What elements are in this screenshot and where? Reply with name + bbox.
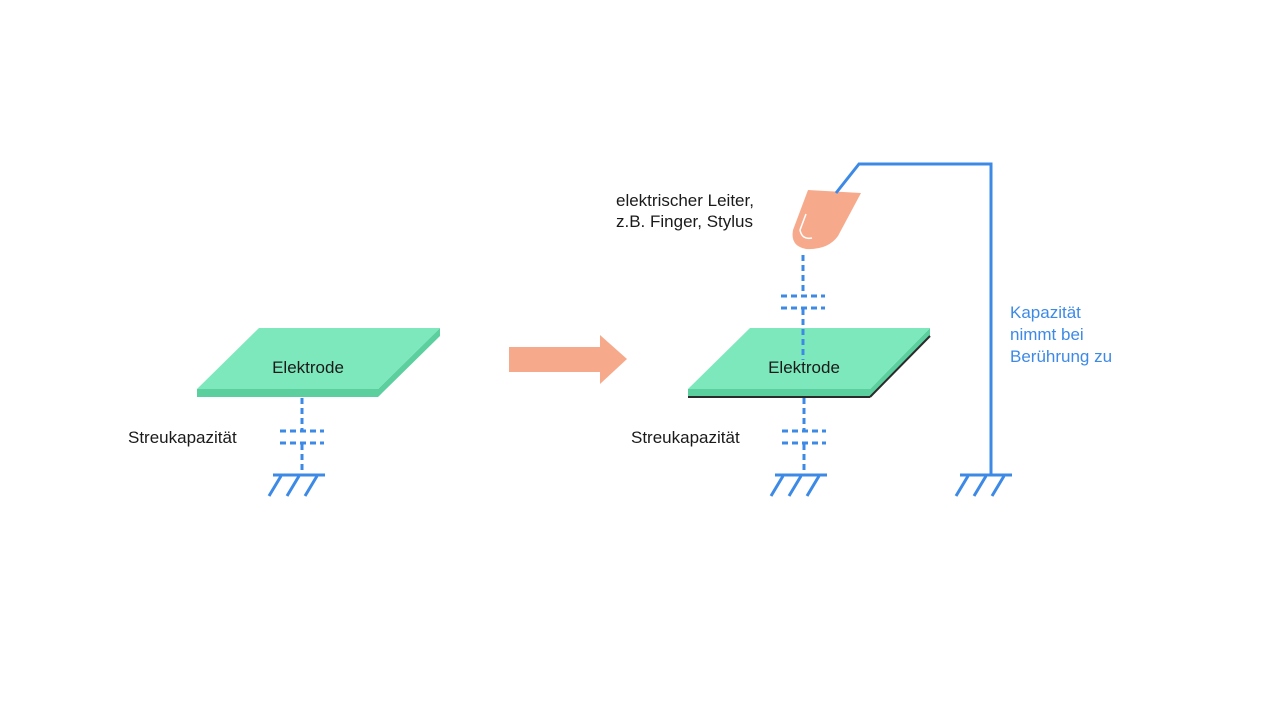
- right-electrode-label: Elektrode: [768, 358, 840, 377]
- finger-ground-wire: [834, 162, 993, 474]
- right-electrode-front-edge: [688, 389, 870, 397]
- left-electrode-right-edge: [378, 328, 440, 397]
- left-panel: Elektrode Streukapazität: [128, 328, 440, 497]
- right-capacitor-icon: [782, 398, 826, 474]
- right-arrow-icon: [509, 335, 627, 384]
- left-capacitor-icon: [280, 398, 324, 474]
- left-ground-icon: [267, 473, 325, 497]
- right-electrode-right-edge: [870, 328, 930, 397]
- right-stray-capacitance-label: Streukapazität: [631, 428, 740, 447]
- capacitance-note-line2: nimmt bei: [1010, 325, 1084, 344]
- capacitance-note-line1: Kapazität: [1010, 303, 1081, 322]
- right-ground-icon: [769, 473, 827, 497]
- right-panel: Elektrode elektrischer Leiter, z.B. Fing…: [616, 162, 1112, 497]
- left-electrode: [197, 328, 440, 397]
- left-electrode-label: Elektrode: [272, 358, 344, 377]
- touch-capacitor-icon: [781, 255, 825, 360]
- left-electrode-top: [197, 328, 440, 389]
- finger-icon: [792, 190, 861, 250]
- left-electrode-front-edge: [197, 389, 378, 397]
- conductor-label-line2: z.B. Finger, Stylus: [616, 212, 753, 231]
- finger-ground-icon: [954, 473, 1012, 497]
- capacitance-note-line3: Berührung zu: [1010, 347, 1112, 366]
- conductor-label-line1: elektrischer Leiter,: [616, 191, 754, 210]
- right-electrode-side-edge: [869, 335, 931, 398]
- right-electrode: [688, 328, 931, 398]
- right-electrode-top: [688, 328, 930, 389]
- left-stray-capacitance-label: Streukapazität: [128, 428, 237, 447]
